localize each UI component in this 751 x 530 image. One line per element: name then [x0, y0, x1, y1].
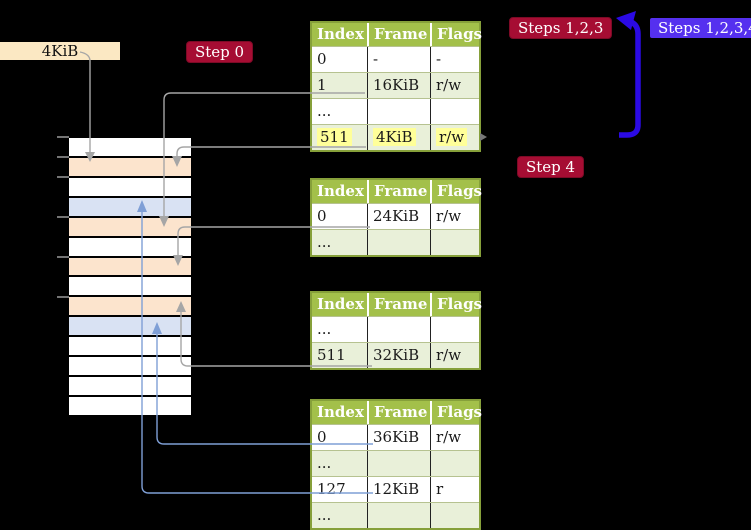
table-cell: ... — [317, 102, 332, 120]
memory-frame-white — [69, 277, 191, 298]
table-cell — [367, 503, 430, 528]
table-cell — [430, 99, 479, 124]
table-cell: 0 — [317, 207, 327, 225]
table-row: ... — [312, 450, 479, 476]
memory-frame-orange — [69, 157, 191, 178]
table-cell: 16KiB — [367, 73, 430, 98]
badge-steps-1-2-3: Steps 1,2,3 — [509, 17, 613, 39]
column-header: Index — [317, 182, 364, 200]
table-cell: - — [430, 47, 479, 72]
table-row: ... — [312, 316, 479, 342]
memory-tick-marks — [57, 136, 69, 298]
table-cell: ... — [317, 233, 332, 251]
table-cell — [430, 317, 479, 342]
table-cell: r/w — [430, 425, 479, 450]
steps-loop-arrow — [619, 18, 641, 138]
column-header: Frame — [367, 180, 430, 203]
memory-frame-white — [69, 177, 191, 198]
memory-frame-orange — [69, 257, 191, 278]
memory-frame-white — [69, 396, 191, 417]
table-cell: ... — [317, 454, 332, 472]
table-cell: 1 — [317, 76, 327, 94]
table-cell: 36KiB — [367, 425, 430, 450]
table-cell: 511 — [317, 346, 346, 364]
table-row: ... — [312, 229, 479, 255]
table-cell — [367, 317, 430, 342]
table-cell: r/w — [430, 343, 479, 368]
table-cell — [430, 451, 479, 476]
table-cell: r/w — [430, 73, 479, 98]
memory-frame-white — [69, 337, 191, 358]
column-header: Index — [317, 295, 364, 313]
table-cell: 127 — [317, 480, 346, 498]
table-cell: 32KiB — [367, 343, 430, 368]
memory-frame-orange — [69, 217, 191, 238]
badge-step-4: Step 4 — [517, 156, 585, 178]
memory-frame-blue — [69, 317, 191, 338]
table-cell — [367, 230, 430, 255]
memory-frame-orange — [69, 297, 191, 318]
physical-memory-column — [69, 136, 191, 417]
badge-steps-1-2-3-4: Steps 1,2,3,4 — [650, 18, 751, 38]
memory-frame-white — [69, 357, 191, 378]
table-cell: r/w — [430, 204, 479, 229]
table-cell — [367, 99, 430, 124]
table-row: ... — [312, 98, 479, 124]
table-cell — [430, 503, 479, 528]
column-header: Flags — [430, 293, 487, 316]
memory-frame-white — [69, 377, 191, 397]
table-cell: 12KiB — [367, 477, 430, 502]
memory-frame-white — [69, 138, 191, 158]
badge-step-0: Step 0 — [186, 41, 254, 63]
memory-frame-white — [69, 237, 191, 258]
page-size-label: 4KiB — [0, 42, 120, 60]
column-header: Frame — [367, 401, 430, 424]
column-header: Frame — [367, 23, 430, 46]
column-header: Flags — [430, 23, 487, 46]
column-header: Index — [317, 403, 364, 421]
table-cell — [367, 451, 430, 476]
table-cell: ... — [317, 320, 332, 338]
table-row: ... — [312, 502, 479, 528]
table-row: 0 -- — [312, 46, 479, 72]
table-cell: 0 — [317, 428, 327, 446]
column-header: Frame — [367, 293, 430, 316]
column-header: Index — [317, 25, 364, 43]
table-cell — [430, 230, 479, 255]
table-cell: 0 — [317, 50, 327, 68]
table-cell: - — [367, 47, 430, 72]
arrow-stub — [480, 133, 487, 141]
column-header: Flags — [430, 401, 487, 424]
table-cell: r/w — [430, 125, 479, 150]
table-cell: r — [430, 477, 479, 502]
table-cell: 511 — [312, 125, 367, 150]
table-cell: 24KiB — [367, 204, 430, 229]
table-cell: ... — [317, 506, 332, 524]
memory-frame-blue — [69, 197, 191, 218]
arrowhead-upleft-icon — [616, 11, 636, 30]
column-header: Flags — [430, 180, 487, 203]
table-cell: 4KiB — [367, 125, 430, 150]
